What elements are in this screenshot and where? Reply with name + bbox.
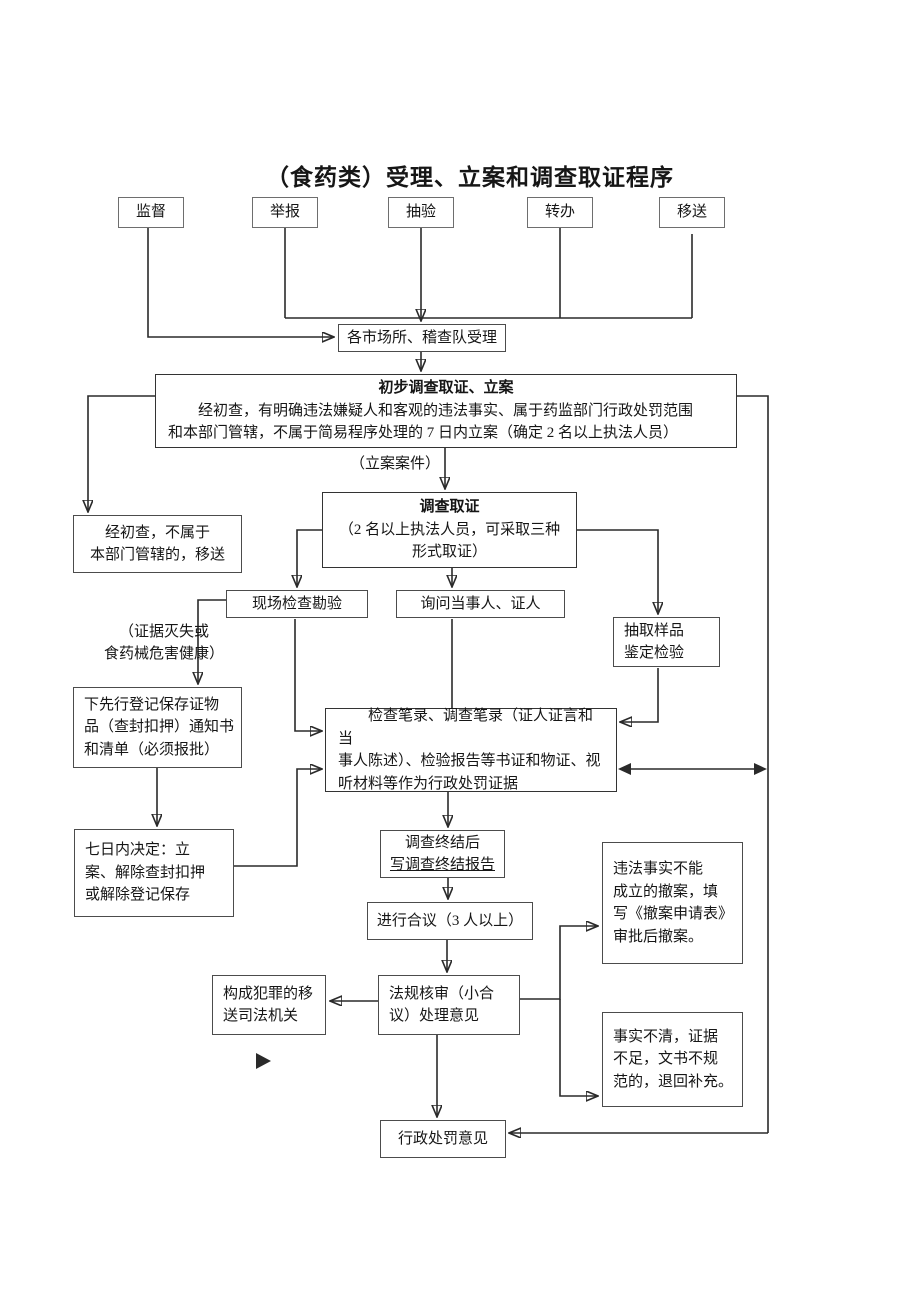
node-investigation-title: 调查取证 [419, 499, 480, 516]
arrowhead-into-records [618, 763, 631, 775]
node-initial-investigation: 初步调查取证、立案 经初查，有明确违法嫌疑人和客观的违法事实、属于药监部门行政处… [155, 374, 737, 448]
arrow-scene-to-records [294, 619, 322, 731]
arrow-invest-to-sample [577, 529, 658, 614]
node-investigation-body: （2 名以上执法人员，可采取三种 形式取证） [338, 521, 561, 561]
node-inquiry: 询问当事人、证人 [396, 590, 565, 618]
arrow-initial-to-transfer [88, 395, 155, 512]
page-title: （食药类）受理、立案和调查取证程序 [266, 164, 674, 190]
node-return-supplement: 事实不清，证据 不足，文书不规 范的，退回补充。 [602, 1012, 743, 1107]
arrow-sample-to-records [620, 668, 659, 722]
source-box-report: 举报 [252, 197, 318, 228]
source-box-sampling: 抽验 [388, 197, 454, 228]
node-withdraw-case: 违法事实不能 成立的撤案，填 写《撤案申请表》 审批后撤案。 [602, 842, 743, 964]
node-conclusion-line2: 写调查终结报告 [389, 857, 495, 873]
node-penalty-opinion: 行政处罚意见 [380, 1120, 506, 1158]
node-conclusion-report: 调查终结后 写调查终结报告 [380, 830, 505, 878]
node-collegial-panel: 进行合议（3 人以上） [367, 902, 533, 940]
node-sampling-test: 抽取样品 鉴定检验 [613, 617, 720, 667]
node-scene-inspection: 现场检查勘验 [226, 590, 368, 618]
source-box-forward: 转办 [527, 197, 593, 228]
arrow-review-to-unclear [559, 999, 598, 1096]
label-case-filed: （立案案件） [349, 455, 440, 472]
node-initial-title: 初步调查取证、立案 [378, 380, 514, 397]
label-evidence-loss: （证据灭失或 食药械危害健康） [103, 623, 224, 663]
node-crime-transfer: 构成犯罪的移 送司法机关 [212, 975, 326, 1035]
node-evidence-records-text: 检查笔录、调查笔录（证人证言和当 事人陈述）、检验报告等书证和物证、视 听材料等… [338, 708, 601, 792]
node-register-preserve: 下先行登记保存证物 品（查封扣押）通知书 和清单（必须报批） [73, 687, 242, 768]
source-box-transferred: 移送 [659, 197, 725, 228]
node-seven-day-decision: 七日内决定：立 案、解除查封扣押 或解除登记保存 [74, 829, 234, 917]
stray-right-arrow-icon [256, 1053, 271, 1069]
node-evidence-records: 检查笔录、调查笔录（证人证言和当 事人陈述）、检验报告等书证和物证、视 听材料等… [325, 708, 617, 792]
source-box-supervision: 监督 [118, 197, 184, 228]
arrowhead-into-rail [754, 763, 767, 775]
arrow-jiandu-to-accept [147, 228, 334, 337]
node-conclusion-line1: 调查终结后 [404, 834, 480, 851]
node-legal-review: 法规核审（小合 议）处理意见 [378, 975, 520, 1035]
node-transfer-out: 经初查，不属于 本部门管辖的，移送 [73, 515, 242, 573]
arrow-invest-to-scene [297, 529, 322, 587]
arrow-seven-to-records [231, 769, 322, 867]
node-acceptance: 各市场所、稽查队受理 [338, 324, 506, 352]
node-initial-body: 经初查，有明确违法嫌疑人和客观的违法事实、属于药监部门行政处罚范围 和本部门管辖… [168, 402, 694, 442]
node-investigation: 调查取证 （2 名以上执法人员，可采取三种 形式取证） [322, 492, 577, 568]
